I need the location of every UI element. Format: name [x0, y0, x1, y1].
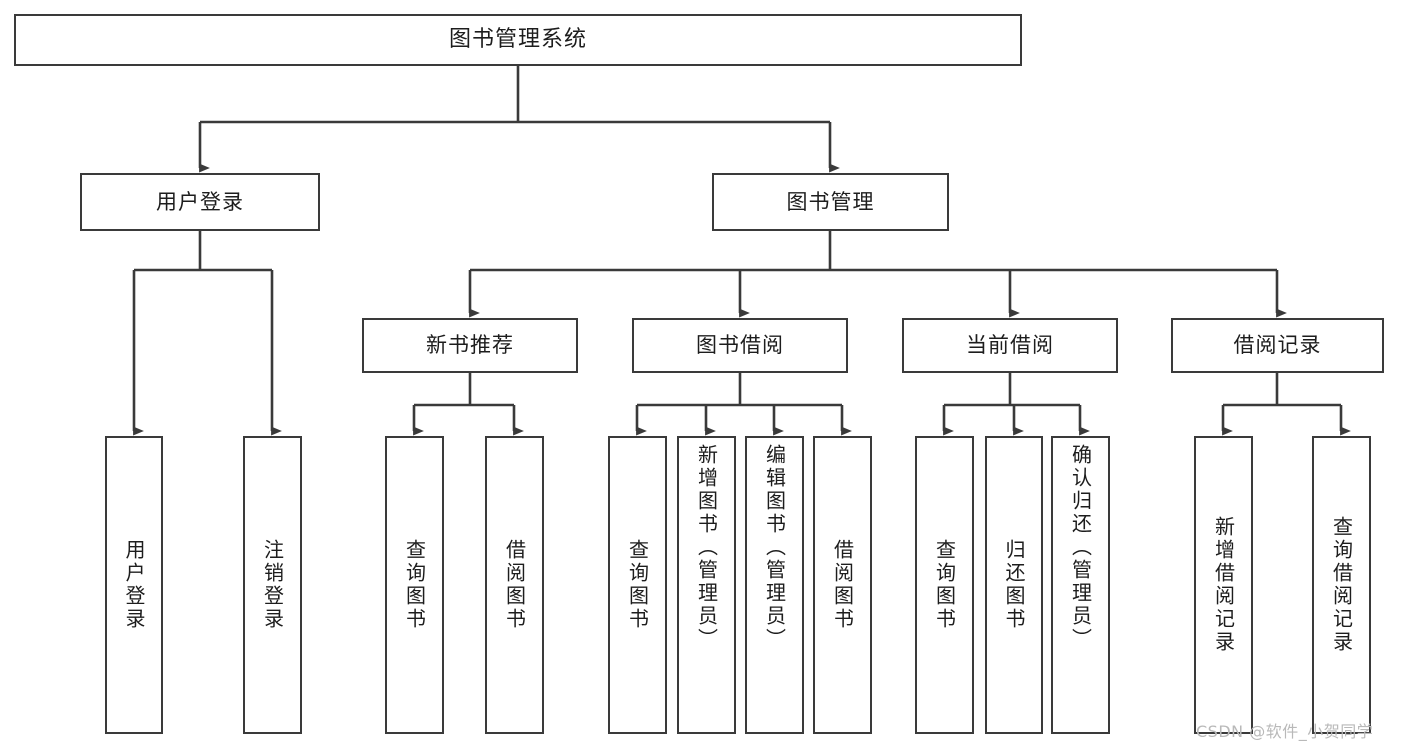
node-current-borrow-label: 当前借阅 [966, 333, 1054, 358]
node-leaf-query-book-1-label: 查询图书 [402, 539, 427, 631]
node-book-manage-label: 图书管理 [786, 189, 875, 214]
node-leaf-borrow-book-2[interactable]: 借阅图书 [813, 436, 872, 734]
node-leaf-edit-book[interactable]: 编辑图书（管理员） [745, 436, 804, 734]
node-root[interactable]: 图书管理系统 [14, 14, 1022, 66]
node-leaf-confirm-return[interactable]: 确认归还（管理员） [1051, 436, 1110, 734]
node-new-book-recommend[interactable]: 新书推荐 [362, 318, 578, 373]
node-current-borrow[interactable]: 当前借阅 [902, 318, 1118, 373]
node-leaf-query-book-2-label: 查询图书 [625, 539, 650, 631]
node-book-borrow[interactable]: 图书借阅 [632, 318, 848, 373]
node-leaf-add-record-label: 新增借阅记录 [1211, 516, 1236, 654]
node-borrow-record[interactable]: 借阅记录 [1171, 318, 1384, 373]
node-leaf-query-record-label: 查询借阅记录 [1329, 516, 1354, 654]
node-book-manage[interactable]: 图书管理 [712, 173, 949, 231]
node-leaf-borrow-book-2-label: 借阅图书 [830, 539, 855, 631]
node-leaf-confirm-return-label: 确认归还（管理员） [1068, 444, 1093, 651]
node-leaf-query-book-3[interactable]: 查询图书 [915, 436, 974, 734]
node-leaf-user-login-label: 用户登录 [122, 539, 146, 631]
node-leaf-query-book-3-label: 查询图书 [932, 539, 957, 631]
node-leaf-add-record[interactable]: 新增借阅记录 [1194, 436, 1253, 734]
node-leaf-add-book[interactable]: 新增图书（管理员） [677, 436, 736, 734]
node-leaf-borrow-book-1-label: 借阅图书 [502, 539, 527, 631]
node-leaf-logout-label: 注销登录 [260, 539, 285, 631]
node-user-login[interactable]: 用户登录 [80, 173, 320, 231]
node-leaf-add-book-label: 新增图书（管理员） [694, 444, 719, 651]
node-leaf-query-book-1[interactable]: 查询图书 [385, 436, 444, 734]
node-borrow-record-label: 借阅记录 [1233, 333, 1322, 358]
node-new-book-recommend-label: 新书推荐 [426, 333, 514, 358]
node-leaf-borrow-book-1[interactable]: 借阅图书 [485, 436, 544, 734]
node-leaf-return-book[interactable]: 归还图书 [985, 436, 1043, 734]
node-leaf-user-login[interactable]: 用户登录 [105, 436, 163, 734]
node-root-label: 图书管理系统 [448, 27, 587, 53]
node-leaf-edit-book-label: 编辑图书（管理员） [762, 444, 787, 651]
node-book-borrow-label: 图书借阅 [696, 333, 784, 358]
node-leaf-query-record[interactable]: 查询借阅记录 [1312, 436, 1371, 734]
node-user-login-label: 用户登录 [156, 189, 244, 214]
node-leaf-query-book-2[interactable]: 查询图书 [608, 436, 667, 734]
node-leaf-return-book-label: 归还图书 [1002, 539, 1026, 631]
node-leaf-logout[interactable]: 注销登录 [243, 436, 302, 734]
